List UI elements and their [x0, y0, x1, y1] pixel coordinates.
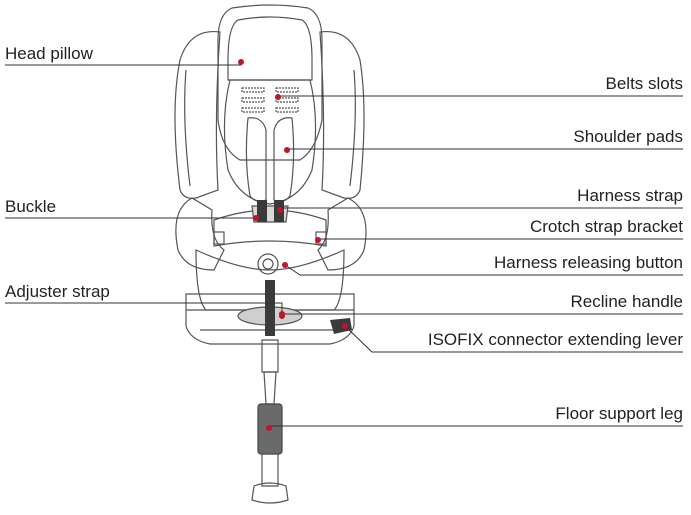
- head-pillow-marker-dot: [238, 59, 244, 65]
- label-adjuster-strap: Adjuster strap: [5, 282, 110, 301]
- label-floor-support-leg: Floor support leg: [555, 404, 683, 423]
- recline-handle-leader-line: [281, 313, 683, 316]
- label-buckle: Buckle: [5, 197, 57, 216]
- adjuster-strap-leader-line: [5, 302, 283, 314]
- harness-strap-marker-dot: [277, 207, 283, 213]
- left-wing: [174, 30, 221, 199]
- harness-releasing-button-marker-dot: [282, 262, 288, 268]
- label-shoulder-pads: Shoulder pads: [573, 127, 683, 146]
- isofix-lever-leader-line: [344, 325, 683, 353]
- recline-handle-marker-dot: [279, 313, 285, 319]
- label-crotch-strap-bracket: Crotch strap bracket: [529, 217, 683, 236]
- leg-upper: [261, 339, 279, 373]
- shoulder-pads-leader-line: [286, 148, 683, 150]
- label-harness-releasing-button: Harness releasing button: [493, 253, 683, 272]
- crotch-strap-bracket-marker-dot: [315, 237, 321, 243]
- headrest-shell: [217, 4, 323, 161]
- harness-releasing-button-leader-line: [284, 264, 683, 276]
- seat-base: [185, 293, 355, 345]
- seat-arm-right: [317, 197, 367, 271]
- seat-cushion: [213, 209, 327, 247]
- floor-support-leg-leader-line: [268, 425, 683, 428]
- belts-slots-marker-dot: [275, 94, 281, 100]
- shoulder-pads-marker-dot: [284, 147, 290, 153]
- isofix-lever-marker-dot: [342, 323, 348, 329]
- label-head-pillow: Head pillow: [5, 44, 93, 63]
- label-isofix-lever: ISOFIX connector extending lever: [427, 330, 683, 349]
- buckle-marker-dot: [253, 215, 259, 221]
- back-cushion: [223, 79, 317, 205]
- label-harness-strap: Harness strap: [577, 186, 683, 205]
- floor-support-leg-marker-dot: [266, 425, 272, 431]
- belts-slots-leader-line: [277, 95, 683, 97]
- label-belts-slots: Belts slots: [605, 74, 683, 93]
- crotch-strap-bracket-leader-line: [317, 238, 683, 240]
- label-recline-handle: Recline handle: [570, 292, 683, 311]
- right-wing: [319, 30, 365, 199]
- harness-strap-leader-line: [279, 207, 683, 210]
- head-pillow: [227, 16, 313, 81]
